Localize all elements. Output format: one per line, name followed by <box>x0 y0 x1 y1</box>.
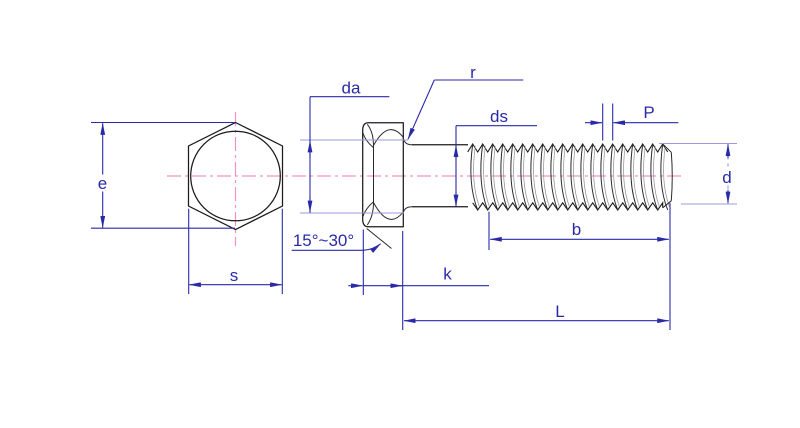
thread-line <box>633 145 640 208</box>
thread-line <box>550 143 559 211</box>
thread-line <box>650 143 659 211</box>
thread-line <box>583 145 590 208</box>
dimension-k: k <box>348 229 489 295</box>
tip-chamfer-top <box>662 143 672 153</box>
label-e: e <box>98 174 107 193</box>
tip-end-face <box>670 152 673 201</box>
label-ds: ds <box>490 107 508 126</box>
head-narrow-face-top-arc <box>362 132 374 148</box>
thread-line <box>490 143 499 211</box>
dimension-d: d <box>659 142 737 205</box>
angle-arc-arrow <box>363 243 381 253</box>
dimension-e: e <box>91 121 236 229</box>
thread-line <box>543 145 550 208</box>
dimension-da: da <box>300 79 408 214</box>
thread-line <box>603 145 610 208</box>
dimension-b: b <box>488 211 670 250</box>
thread-line <box>503 145 510 208</box>
thread-line <box>530 143 539 211</box>
label-L: L <box>555 302 564 321</box>
thread-line <box>472 201 664 211</box>
label-chamfer-angle: 15°~30° <box>293 231 354 250</box>
label-r: r <box>470 63 476 82</box>
thread-line <box>470 143 479 211</box>
thread-line <box>653 145 660 208</box>
thread-line <box>640 143 649 211</box>
dimension-ds: ds <box>453 107 537 207</box>
thread-line <box>500 143 509 211</box>
thread-line <box>620 143 629 211</box>
label-s: s <box>230 266 239 285</box>
thread-line <box>580 143 589 211</box>
thread-line <box>480 143 489 211</box>
r-leader-line <box>407 79 435 140</box>
dimension-L: L <box>402 203 671 330</box>
front-view-hex-head <box>187 121 284 231</box>
thread-line <box>520 143 529 211</box>
thread-line <box>540 143 549 211</box>
thread-line <box>493 145 500 208</box>
head-edge-curve <box>366 123 374 226</box>
dimension-r: r <box>407 63 524 140</box>
thread-line <box>573 145 580 208</box>
head-top-face-arc <box>373 129 404 146</box>
thread-line <box>593 145 600 208</box>
head-chamfer-extension-line <box>366 228 392 249</box>
dimension-P: P <box>585 103 679 141</box>
tip-chamfer-bottom <box>662 200 672 209</box>
centerlines <box>167 112 684 246</box>
thread-line <box>623 145 630 208</box>
thread-line <box>590 143 599 211</box>
thread-line <box>513 145 520 208</box>
thread-line <box>663 145 670 208</box>
thread-line <box>600 143 609 211</box>
annotation-chamfer-angle: 15°~30° <box>291 231 381 253</box>
thread-line <box>570 143 579 211</box>
label-b: b <box>572 220 581 239</box>
label-k: k <box>443 265 452 284</box>
label-d: d <box>722 168 731 187</box>
thread-line <box>560 143 569 211</box>
dimension-s: s <box>188 208 283 294</box>
thread-line <box>660 143 669 211</box>
thread-line <box>563 145 570 208</box>
head-narrow-face-bottom-arc <box>362 201 374 217</box>
label-da: da <box>342 79 361 98</box>
thread-line <box>473 145 480 208</box>
head-outline <box>362 122 404 228</box>
d-label-backdrop <box>719 166 735 186</box>
thread-line <box>467 142 669 154</box>
underhead-fillet-bottom <box>402 206 413 213</box>
chamfer-circle <box>190 130 281 222</box>
hexagon-outline <box>187 121 284 231</box>
thread-line <box>630 143 639 211</box>
thread-line <box>533 145 540 208</box>
underhead-fillet-top <box>402 138 413 146</box>
thread-line <box>553 145 560 208</box>
thread-line <box>523 145 530 208</box>
thread-texture <box>467 142 670 211</box>
side-view-bolt <box>362 122 673 249</box>
thread-line <box>510 143 519 211</box>
thread-line <box>613 145 620 208</box>
thread-line <box>643 145 650 208</box>
thread-line <box>610 143 619 211</box>
head-bottom-face-arc <box>373 202 404 220</box>
label-P: P <box>643 103 654 122</box>
thread-line <box>483 145 490 208</box>
